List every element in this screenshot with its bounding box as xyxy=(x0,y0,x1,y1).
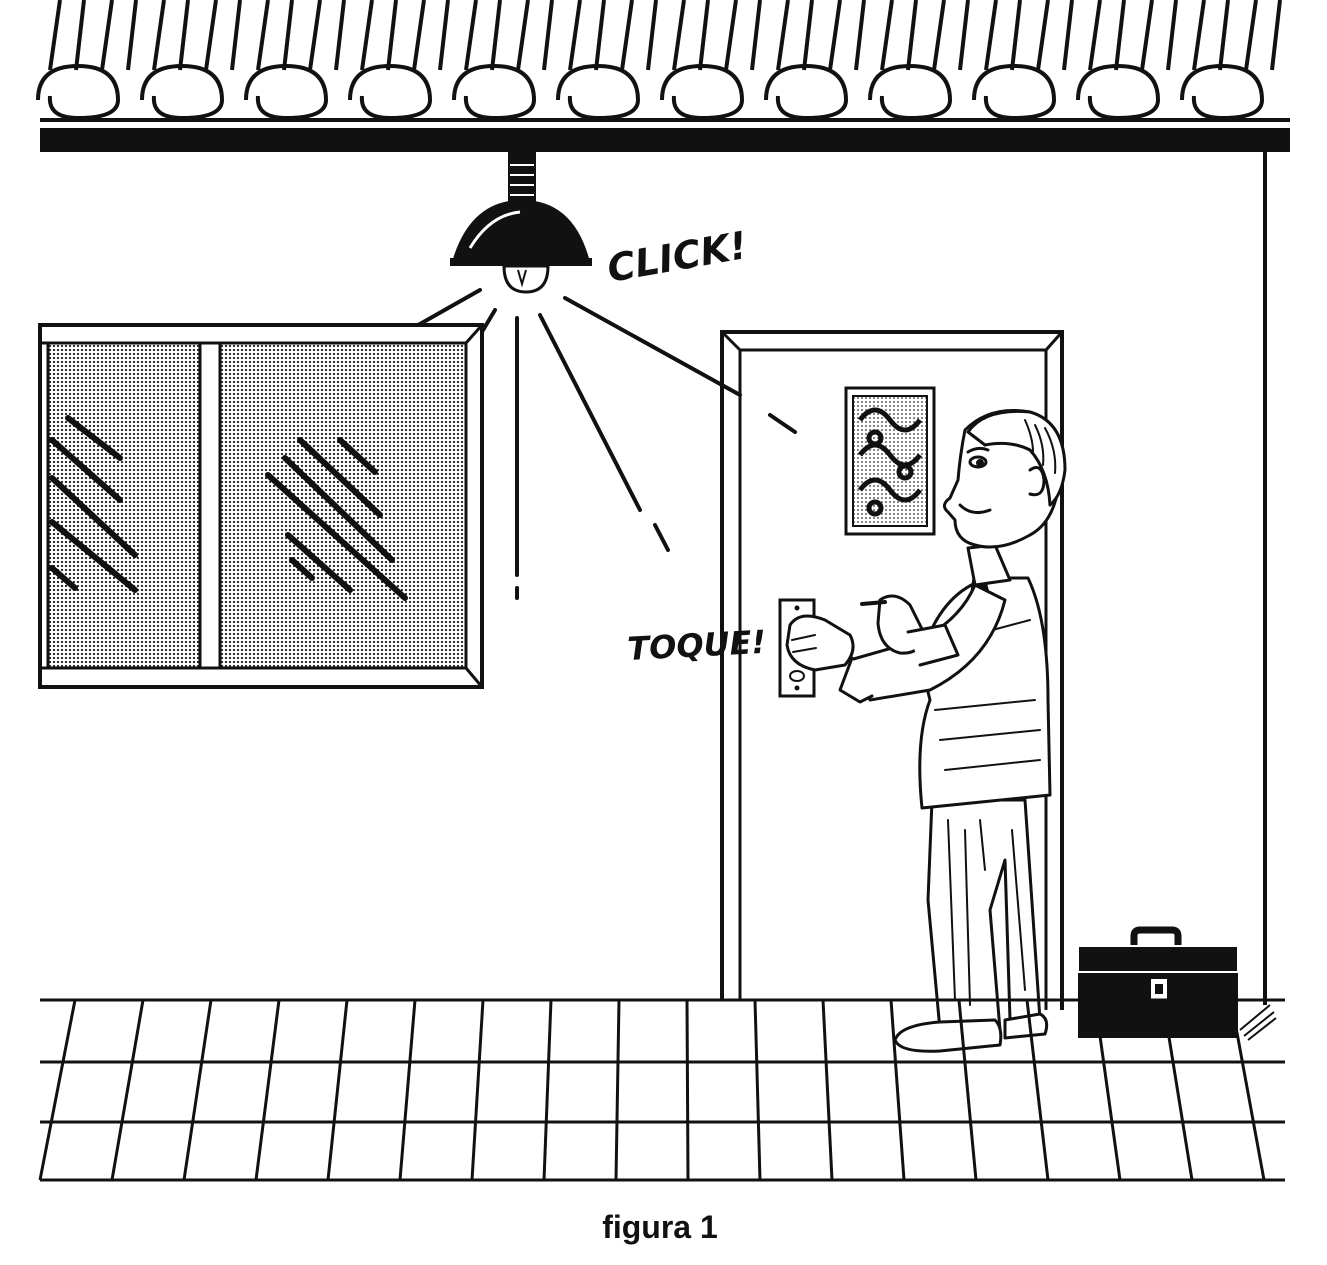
touch-sound-label: TOQUE! xyxy=(626,623,766,668)
roof-tile-ridge xyxy=(1270,0,1282,71)
floor-line xyxy=(1229,999,1266,1181)
roof-tile-ridge xyxy=(1166,0,1178,71)
window xyxy=(38,323,484,689)
roof-tile-ridge xyxy=(256,0,270,71)
roof-tile-ridge xyxy=(1036,0,1050,71)
roof-tile-ridge xyxy=(1062,0,1074,71)
floor-line xyxy=(398,999,417,1181)
roof-tile-ridge xyxy=(620,0,634,71)
figure-caption: figura 1 xyxy=(602,1209,718,1245)
man-figure xyxy=(785,408,1067,1053)
roof-tile-ridge xyxy=(152,0,166,71)
roof-tile-ridge xyxy=(672,0,686,71)
floor-line xyxy=(957,999,978,1181)
roof-tile-ridge xyxy=(1218,0,1230,71)
roof-tile-ridge xyxy=(1114,0,1126,71)
floor-line xyxy=(254,999,281,1181)
floor-line xyxy=(685,999,690,1181)
floor-line xyxy=(889,999,906,1181)
roof-tile-ridge xyxy=(594,0,606,71)
roof-tile-arc xyxy=(36,63,121,121)
roof-tile-arc xyxy=(348,63,433,121)
briefcase xyxy=(1077,926,1277,1041)
roof-tile-ridge xyxy=(490,0,502,71)
roof-tile-ridge xyxy=(126,0,138,71)
roof-tile-arc xyxy=(868,63,953,121)
roof-tile-ridge xyxy=(854,0,866,71)
roof-tile-ridge xyxy=(48,0,62,71)
floor-line xyxy=(1025,999,1050,1181)
roof-tile-ridge xyxy=(412,0,426,71)
roof-tile-ridge xyxy=(438,0,450,71)
floor-line xyxy=(1093,999,1122,1181)
roof-tile-arc xyxy=(140,63,225,121)
roof-tile-arc xyxy=(556,63,641,121)
roof-tile-arc xyxy=(764,63,849,121)
roof-tile-ridge xyxy=(516,0,530,71)
roof-tile-ridge xyxy=(334,0,346,71)
floor-line xyxy=(1161,999,1194,1181)
roof-tile-ridge xyxy=(724,0,738,71)
roof-beam xyxy=(40,128,1290,152)
roof-tile-ridge xyxy=(100,0,114,71)
floor-line xyxy=(821,999,834,1181)
roof-tile-ridge xyxy=(1244,0,1258,71)
floor-line xyxy=(182,999,213,1181)
roof-tile-ridge xyxy=(74,0,86,71)
roof-tiles xyxy=(36,0,1290,122)
ceiling-lamp xyxy=(450,152,592,294)
floor-line xyxy=(470,999,485,1181)
floor-line xyxy=(326,999,349,1181)
roof-tile-ridge xyxy=(360,0,374,71)
roof-tile-ridge xyxy=(698,0,710,71)
roof-tile-ridge xyxy=(386,0,398,71)
roof-tile-arc xyxy=(1076,63,1161,121)
roof-tile-arc xyxy=(1180,63,1265,121)
roof-tile-ridge xyxy=(880,0,894,71)
door-grille xyxy=(844,386,936,536)
floor-line xyxy=(614,999,621,1181)
roof-tile-ridge xyxy=(282,0,294,71)
roof-tile-ridge xyxy=(1140,0,1154,71)
roof-tile-arc xyxy=(244,63,329,121)
roof-tile-ridge xyxy=(828,0,842,71)
roof-tile-ridge xyxy=(932,0,946,71)
roof-tile-ridge xyxy=(464,0,478,71)
roof-tile-ridge xyxy=(308,0,322,71)
roof-tile-ridge xyxy=(776,0,790,71)
roof-tile-ridge xyxy=(568,0,582,71)
roof-tile-ridge xyxy=(230,0,242,71)
roof-tile-ridge xyxy=(802,0,814,71)
roof-tile-ridge xyxy=(646,0,658,71)
roof-tile-ridge xyxy=(1010,0,1022,71)
roof-tile-ridge xyxy=(958,0,970,71)
roof-tile-ridge xyxy=(204,0,218,71)
click-sound-label: CLICK! xyxy=(604,223,750,291)
floor-line xyxy=(38,999,77,1181)
roof-tile-arc xyxy=(660,63,745,121)
roof-tile-ridge xyxy=(984,0,998,71)
roof-tile-ridge xyxy=(542,0,554,71)
roof-tile-ridge xyxy=(1192,0,1206,71)
roof-tile-ridge xyxy=(1088,0,1102,71)
roof-tile-ridge xyxy=(750,0,762,71)
floor-line xyxy=(753,999,762,1181)
roof-tile-ridge xyxy=(906,0,918,71)
roof-tile-arc xyxy=(452,63,537,121)
floor-line xyxy=(110,999,145,1181)
roof-tile-arc xyxy=(972,63,1057,121)
floor-tiles xyxy=(38,998,1285,1182)
floor-line xyxy=(542,999,553,1181)
roof-tile-ridge xyxy=(178,0,190,71)
